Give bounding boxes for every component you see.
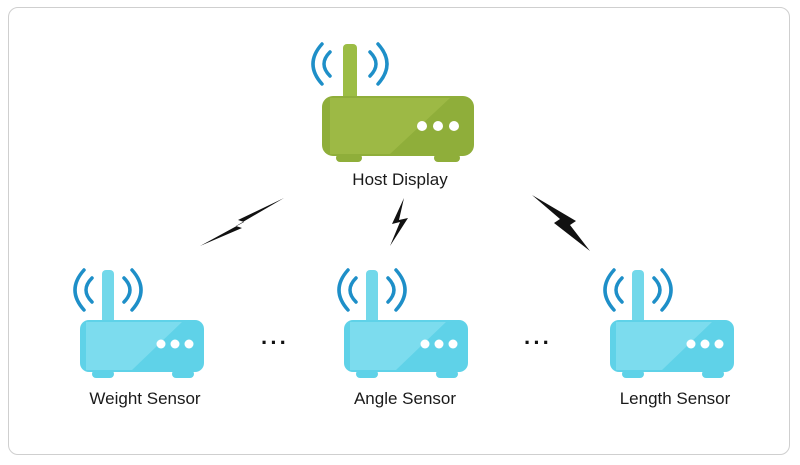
length-sensor-label: Length Sensor <box>619 389 731 408</box>
length-sensor-router-icon <box>603 268 734 378</box>
angle-sensor-router-icon <box>337 268 468 378</box>
angle-sensor-label: Angle Sensor <box>353 389 457 408</box>
host-display-router-icon <box>311 42 474 162</box>
lightning-bolt-icon <box>200 198 284 246</box>
lightning-bolt-icon <box>390 198 408 246</box>
ellipsis-left: ··· <box>261 330 289 355</box>
weight-sensor-label: Weight Sensor <box>89 389 201 408</box>
lightning-bolt-icon <box>532 195 590 251</box>
host-display-label: Host Display <box>352 170 448 189</box>
ellipsis-right: ··· <box>524 330 552 355</box>
weight-sensor-router-icon <box>73 268 204 378</box>
